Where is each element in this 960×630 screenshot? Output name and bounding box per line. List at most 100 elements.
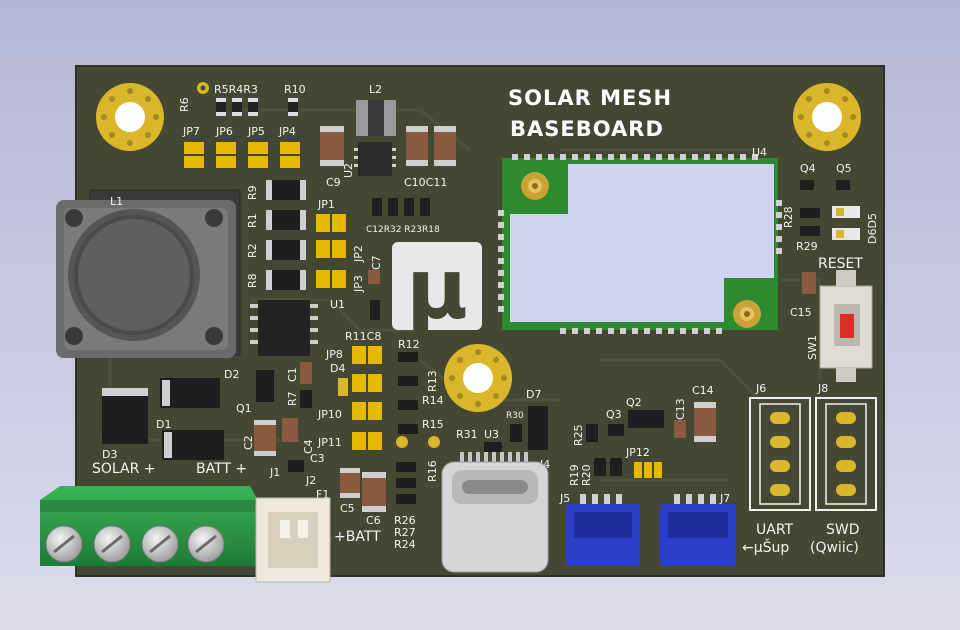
label-r7: R7 xyxy=(286,391,299,406)
board-title-line1: SOLAR MESH xyxy=(508,86,672,110)
label-r12: R12 xyxy=(398,338,420,351)
label-jp12: JP12 xyxy=(625,446,650,459)
resistor-r29 xyxy=(800,226,820,236)
antenna-connector-1 xyxy=(512,164,558,210)
label-r27: R27 xyxy=(394,526,416,539)
label-r28: R28 xyxy=(782,206,795,228)
label-swd: SWD xyxy=(826,522,860,538)
diode-d3 xyxy=(102,388,148,444)
usb-c-connector-j4[interactable] xyxy=(441,452,549,573)
transistor-q3 xyxy=(608,424,624,436)
label-j5: J5 xyxy=(559,492,570,505)
label-c13: C13 xyxy=(674,398,687,420)
label-c5: C5 xyxy=(340,502,355,515)
label-c6: C6 xyxy=(366,514,381,527)
qwiic-connector-j5[interactable] xyxy=(566,494,640,566)
label-r9: R9 xyxy=(246,185,259,200)
reset-button-sw1[interactable] xyxy=(819,270,873,382)
label-u1: U1 xyxy=(330,298,345,311)
label-r29: R29 xyxy=(796,240,818,253)
transistor-q5 xyxy=(836,180,850,190)
label-j8: J8 xyxy=(817,382,828,395)
label-c14: C14 xyxy=(692,384,714,397)
board-title-line2: BASEBOARD xyxy=(510,117,664,141)
label-q3: Q3 xyxy=(606,408,622,421)
label-r2: R2 xyxy=(246,243,259,258)
label-d2: D2 xyxy=(224,368,239,381)
label-r15: R15 xyxy=(422,418,444,431)
label-r30: R30 xyxy=(506,411,524,421)
ic-u3 xyxy=(484,442,502,452)
label-jp2: JP2 xyxy=(352,245,365,263)
resistor-r11 xyxy=(370,300,380,320)
label-c9: C9 xyxy=(326,176,341,189)
label-u3: U3 xyxy=(484,428,499,441)
label-q1: Q1 xyxy=(236,402,252,415)
mounting-hole-top-right xyxy=(793,83,861,151)
label-q2: Q2 xyxy=(626,396,642,409)
module-u4 xyxy=(498,154,782,334)
label-solar: SOLAR + xyxy=(92,461,156,477)
label-r31: R31 xyxy=(456,428,478,441)
leds-d6-d5 xyxy=(832,206,860,240)
resistor-row-c12 xyxy=(372,198,430,216)
resistor-column-r12-r15 xyxy=(398,352,418,434)
resistor-r30 xyxy=(510,424,522,442)
label-r14: R14 xyxy=(422,394,444,407)
swd-header-j8[interactable] xyxy=(815,397,877,511)
label-c1: C1 xyxy=(286,367,299,382)
label-jp1: JP1 xyxy=(317,198,335,211)
transistor-q2 xyxy=(628,410,664,428)
diode-d7 xyxy=(528,406,548,450)
inductor-l1 xyxy=(56,189,241,358)
label-j2: J2 xyxy=(305,474,316,487)
label-d1: D1 xyxy=(156,418,171,431)
label-r8: R8 xyxy=(246,273,259,288)
label-r5r4r3: R5R4R3 xyxy=(214,83,258,96)
label-qwiic: (Qwiic) xyxy=(810,540,859,556)
mounting-hole-top-left xyxy=(96,83,164,151)
label-batt: BATT + xyxy=(196,461,247,477)
test-point-2 xyxy=(428,436,440,448)
label-r26: R26 xyxy=(394,514,416,527)
diode-d1 xyxy=(162,430,224,460)
label-c2: C2 xyxy=(242,435,255,450)
label-jp4: JP4 xyxy=(278,125,296,138)
label-c7: C7 xyxy=(370,255,383,270)
resistors-r26-r27-r24 xyxy=(396,462,416,504)
label-j1: J1 xyxy=(269,466,280,479)
label-r13: R13 xyxy=(426,370,439,392)
label-jp11: JP11 xyxy=(317,436,342,449)
qwiic-connector-j7[interactable] xyxy=(660,494,736,566)
capacitor-c14 xyxy=(694,402,716,442)
resistors-r9-r1-r2-r8 xyxy=(266,180,306,290)
capacitor-c4 xyxy=(282,418,298,442)
led-d4 xyxy=(338,378,348,396)
logo: μ xyxy=(392,240,482,338)
label-jp5: JP5 xyxy=(247,125,265,138)
capacitor-c15 xyxy=(802,272,816,294)
inductor-l2 xyxy=(356,100,396,136)
capacitor-c1 xyxy=(300,362,312,384)
resistor-r20 xyxy=(610,458,622,476)
solder-jumpers-jp1-jp3 xyxy=(316,214,346,288)
label-r1: R1 xyxy=(246,213,259,228)
label-r16: R16 xyxy=(426,460,439,482)
label-l2: L2 xyxy=(369,83,382,96)
label-l1: L1 xyxy=(110,195,123,208)
label-reset: RESET xyxy=(818,256,863,272)
label-jp7: JP7 xyxy=(182,125,200,138)
terminal-block-j1[interactable] xyxy=(40,486,258,566)
label-d3: D3 xyxy=(102,448,117,461)
label-c4: C4 xyxy=(302,439,315,454)
uart-header-j6[interactable] xyxy=(749,397,811,511)
capacitor-c5 xyxy=(340,468,360,498)
ic-u1 xyxy=(250,300,318,356)
label-jp10: JP10 xyxy=(317,408,342,421)
connector-j2[interactable] xyxy=(255,497,331,583)
label-r25: R25 xyxy=(572,424,585,446)
transistor-q4 xyxy=(800,180,814,190)
label-c10c11: C10C11 xyxy=(404,176,447,189)
label-j6: J6 xyxy=(755,382,766,395)
